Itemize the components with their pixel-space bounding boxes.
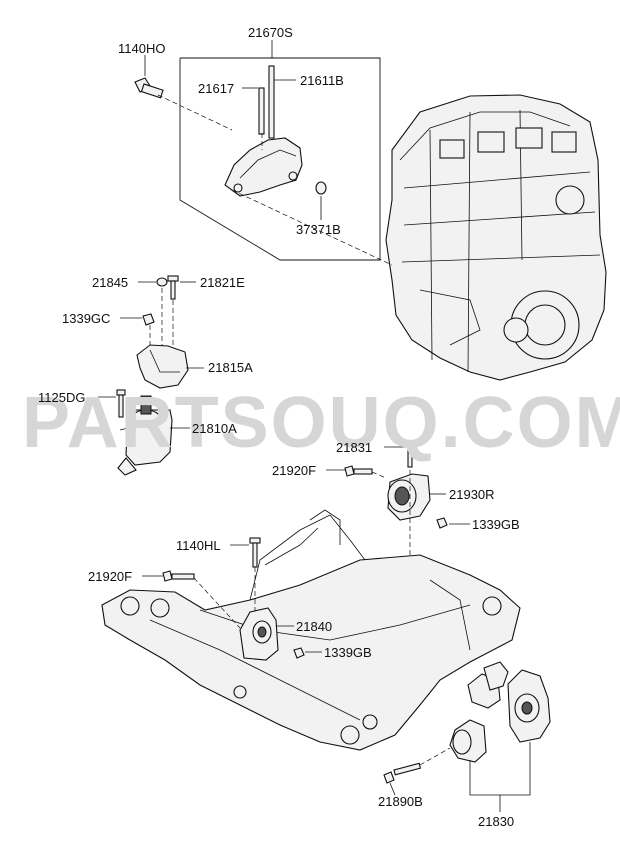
label-21840: 21840	[296, 619, 332, 634]
label-1339gc: 1339GC	[62, 311, 110, 326]
label-21670s: 21670S	[248, 25, 293, 40]
subframe	[101, 509, 521, 751]
engine-block	[385, 94, 607, 381]
front-roll-mount-group	[142, 537, 322, 661]
label-1140hl: 1140HL	[176, 538, 221, 553]
label-21920f-lower: 21920F	[88, 569, 132, 584]
label-21845: 21845	[92, 275, 128, 290]
label-1339gb-lower: 1339GB	[324, 645, 372, 660]
label-21617: 21617	[198, 81, 234, 96]
label-21611b: 21611B	[300, 73, 344, 88]
label-21920f-upper: 21920F	[272, 463, 316, 478]
engine-mount-bracket-group	[134, 40, 393, 266]
label-21930r: 21930R	[449, 487, 495, 502]
label-21830: 21830	[478, 814, 514, 829]
label-1125dg: 1125DG	[38, 390, 85, 405]
watermark-text: PARTSOUQ.COM	[22, 383, 620, 463]
label-21815a: 21815A	[208, 360, 253, 375]
label-1140ho: 1140HO	[118, 41, 165, 56]
label-1339gb-upper: 1339GB	[472, 517, 520, 532]
label-21890b: 21890B	[378, 794, 423, 809]
rear-roll-mount-group	[326, 441, 470, 560]
label-37371b: 37371B	[296, 222, 341, 237]
label-21821e: 21821E	[200, 275, 245, 290]
label-21810a: 21810A	[192, 421, 237, 436]
transmission-mount-group	[98, 275, 204, 476]
label-21831: 21831	[336, 440, 372, 455]
rear-mount-assembly	[383, 661, 551, 812]
